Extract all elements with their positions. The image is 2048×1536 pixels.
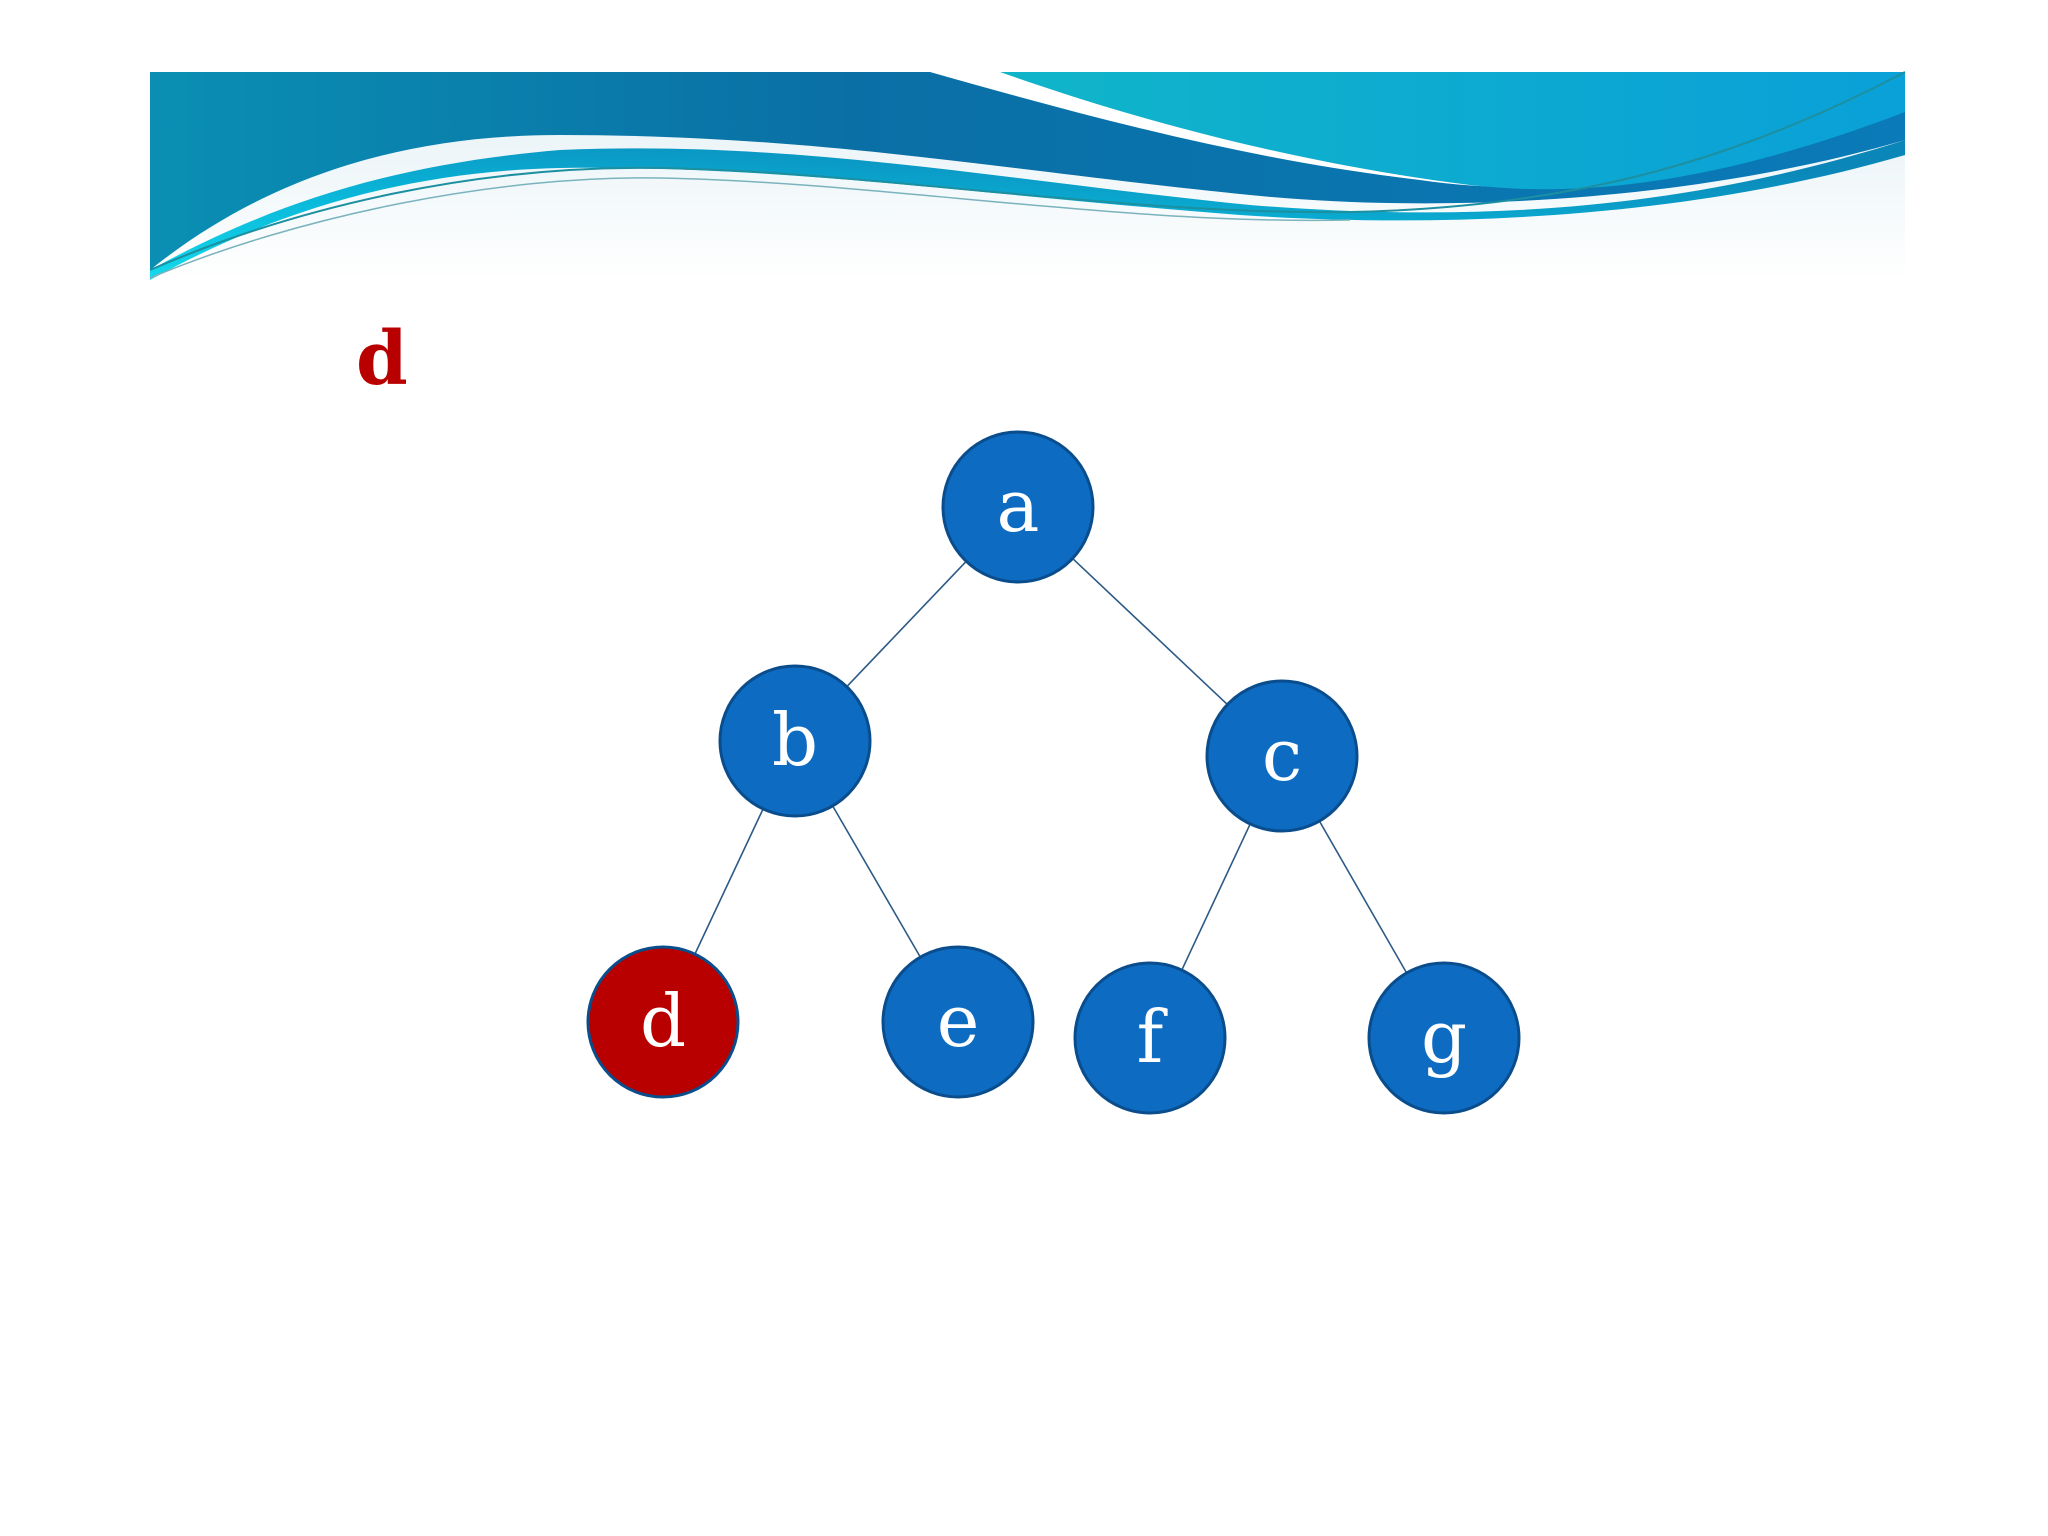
tree-edges: [694, 557, 1408, 974]
node-circle-d: [586, 945, 740, 1099]
node-label-b: b: [772, 698, 818, 782]
edge-c-f: [1181, 823, 1251, 971]
edge-a-b: [846, 560, 967, 688]
node-circle-g: [1367, 961, 1521, 1115]
node-label-a: a: [997, 464, 1040, 548]
tree-node-f: f: [1073, 961, 1227, 1115]
visited-node-label: d: [356, 316, 408, 402]
edge-c-g: [1318, 820, 1408, 974]
node-label-f: f: [1137, 995, 1168, 1079]
node-circle-b: [718, 664, 872, 818]
node-circle-e: [881, 945, 1035, 1099]
node-label-e: e: [937, 979, 980, 1063]
tree-node-a: a: [941, 430, 1095, 584]
node-circle-c: [1205, 679, 1359, 833]
tree-node-c: c: [1205, 679, 1359, 833]
node-label-c: c: [1262, 713, 1302, 797]
tree-node-e: e: [881, 945, 1035, 1099]
node-label-g: g: [1421, 995, 1467, 1079]
tree-node-b: b: [718, 664, 872, 818]
node-circle-f: [1073, 961, 1227, 1115]
edge-b-e: [831, 805, 922, 958]
header-wave-banner: [149, 71, 1906, 282]
edge-a-c: [1072, 557, 1228, 706]
tree-node-d: d: [586, 945, 740, 1099]
edge-b-d: [694, 808, 764, 955]
node-circle-a: [941, 430, 1095, 584]
node-label-d: d: [640, 979, 686, 1063]
tree-nodes: a b c d e f g: [586, 430, 1521, 1115]
tree-node-g: g: [1367, 961, 1521, 1115]
